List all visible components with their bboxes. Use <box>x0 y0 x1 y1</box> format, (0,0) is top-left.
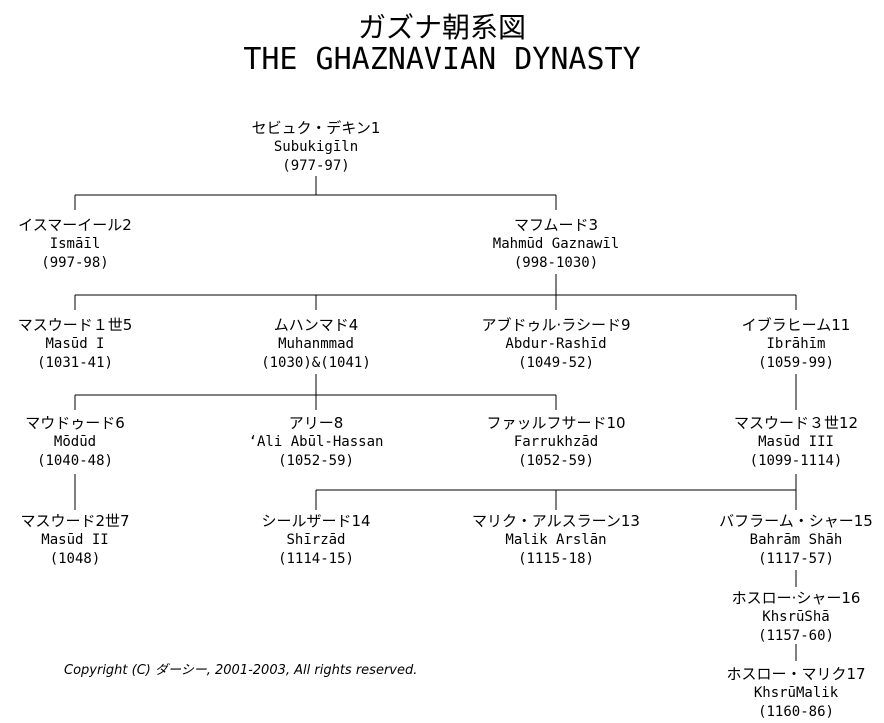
copyright-notice: Copyright (C) ダーシー, 2001-2003, All right… <box>64 663 418 678</box>
person-abdur-rashid: アブドゥル·ラシード9 Abdur-Rashīd (1049-52) <box>461 316 651 373</box>
person-mahmud: マフムード3 Mahmūd Gaznawīl (998-1030) <box>461 216 651 273</box>
person-name-latin: Masūd I <box>45 336 105 352</box>
person-reign-years: (997-98) <box>41 255 109 271</box>
person-name-jp: イスマーイール2 <box>18 216 132 234</box>
person-reign-years: (1114-15) <box>278 551 354 567</box>
person-name-latin: KhsrūShā <box>762 609 830 625</box>
person-name-jp: ホスロー·シャー16 <box>731 589 861 607</box>
page-title-english: THE GHAZNAVIAN DYNASTY <box>243 42 641 77</box>
person-name-jp: ファッルフサード10 <box>486 414 626 432</box>
person-khusrau-shah: ホスロー·シャー16 KhsrūShā (1157-60) <box>701 589 884 646</box>
person-name-latin: Abdur-Rashīd <box>505 336 607 352</box>
person-masud-2: マスウード2世7 Masūd II (1048) <box>0 512 170 569</box>
person-khusrau-malik: ホスロー・マリク17 KhsrūMalik (1160-86) <box>701 665 884 722</box>
person-mawdud: マウドゥード6 Mōdūd (1040-48) <box>0 414 170 471</box>
person-reign-years: (1115-18) <box>518 551 594 567</box>
person-name-latin: Ibrāhīm <box>766 336 826 352</box>
person-shirzad: シールザード14 Shīrzād (1114-15) <box>221 512 411 569</box>
person-name-latin: Subukigīln <box>273 139 359 155</box>
person-name-jp: アリー8 <box>288 414 344 432</box>
person-reign-years: (977-97) <box>282 158 350 174</box>
person-name-jp: シールザード14 <box>261 512 371 530</box>
person-reign-years: (1048) <box>49 551 101 567</box>
person-masud-1: マスウード１世5 Masūd I (1031-41) <box>0 316 170 373</box>
person-name-jp: マリク・アルスラーン13 <box>472 512 640 530</box>
person-reign-years: (1059-99) <box>758 355 834 371</box>
person-name-latin: Malik Arslān <box>505 532 607 548</box>
person-name-jp: ムハンマド4 <box>273 316 359 334</box>
person-name-latin: Farrukhzād <box>513 434 599 450</box>
person-reign-years: (1052-59) <box>278 453 354 469</box>
person-name-jp: マスウード2世7 <box>20 512 130 530</box>
person-ali: アリー8 ‘Ali Abūl-Hassan (1052-59) <box>221 414 411 471</box>
person-masud-3: マスウード３世12 Masūd III (1099-1114) <box>701 414 884 471</box>
person-ismail: イスマーイール2 Ismāīl (997-98) <box>0 216 170 273</box>
person-name-latin: Mōdūd <box>53 434 97 450</box>
person-reign-years: (1099-1114) <box>749 453 843 469</box>
person-reign-years: (1052-59) <box>518 453 594 469</box>
person-name-latin: Shīrzād <box>286 532 346 548</box>
person-name-jp: マスウード１世5 <box>17 316 133 334</box>
page-title-japanese: ガズナ朝系図 <box>357 11 526 44</box>
person-name-latin: KhsrūMalik <box>753 685 839 701</box>
person-reign-years: (1040-48) <box>37 453 113 469</box>
person-farrukhzad: ファッルフサード10 Farrukhzād (1052-59) <box>461 414 651 471</box>
person-name-latin: Ismāīl <box>49 236 101 252</box>
person-reign-years: (1157-60) <box>758 628 834 644</box>
person-reign-years: (1117-57) <box>758 551 834 567</box>
person-name-latin: Mahmūd Gaznawīl <box>492 236 620 252</box>
person-name-latin: Muhanmmad <box>278 336 354 352</box>
person-muhammad: ムハンマド4 Muhanmmad (1030)&(1041) <box>221 316 411 373</box>
person-malik-arslan: マリク・アルスラーン13 Malik Arslān (1115-18) <box>461 512 651 569</box>
person-name-jp: マスウード３世12 <box>733 414 859 432</box>
person-ibrahim: イブラヒーム11 Ibrāhīm (1059-99) <box>701 316 884 373</box>
person-name-jp: アブドゥル·ラシード9 <box>481 316 631 334</box>
person-name-latin: Bahrām Shāh <box>749 532 843 548</box>
person-bahram-shah: バフラーム・シャー15 Bahrām Shāh (1117-57) <box>701 512 884 569</box>
person-name-latin: ‘Ali Abūl-Hassan <box>248 434 384 450</box>
person-reign-years: (1160-86) <box>758 704 834 720</box>
person-name-jp: イブラヒーム11 <box>741 316 851 334</box>
person-name-jp: マフムード3 <box>513 216 599 234</box>
person-reign-years: (1030)&(1041) <box>261 355 371 371</box>
person-reign-years: (998-1030) <box>513 255 599 271</box>
person-name-jp: マウドゥード6 <box>25 414 125 432</box>
person-subukigin: セビュク・デキン1 Subukigīln (977-97) <box>221 119 411 176</box>
person-name-jp: バフラーム・シャー15 <box>719 512 873 530</box>
person-name-jp: セビュク・デキン1 <box>251 119 381 137</box>
person-name-jp: ホスロー・マリク17 <box>726 665 866 683</box>
person-reign-years: (1031-41) <box>37 355 113 371</box>
person-reign-years: (1049-52) <box>518 355 594 371</box>
person-name-latin: Masūd III <box>758 434 834 450</box>
person-name-latin: Masūd II <box>41 532 109 548</box>
